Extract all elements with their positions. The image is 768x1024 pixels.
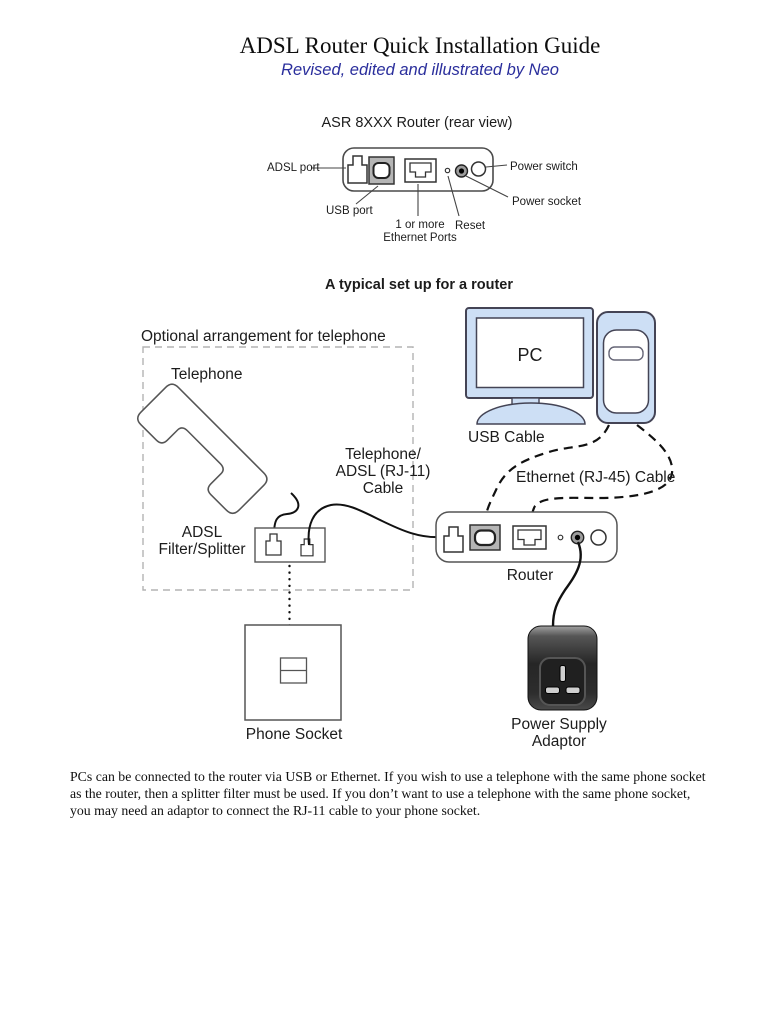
label-rj11-cable: Telephone/ ADSL (RJ-11) Cable: [323, 446, 443, 497]
label-router: Router: [506, 567, 554, 584]
monitor-screen: [475, 317, 585, 389]
rear-adsl-port-icon: [347, 155, 368, 184]
label-telephone: Telephone: [171, 366, 243, 383]
label-reset: Reset: [455, 220, 486, 232]
adaptor-slot-right: [565, 686, 581, 694]
rear-ethernet-port-icon: [404, 158, 437, 183]
splitter-jack-right-icon: [300, 538, 314, 557]
splitter-jack-left-icon: [265, 533, 282, 556]
label-power-line1: Power Supply: [511, 716, 607, 733]
label-optional-arrangement: Optional arrangement for telephone: [141, 328, 386, 345]
label-power-supply-adaptor: Power Supply Adaptor: [509, 716, 609, 750]
label-adsl-filter-splitter: ADSL Filter/Splitter: [152, 524, 252, 558]
rear-power-switch-icon: [470, 161, 487, 177]
label-ethernet-cable: Ethernet (RJ-45) Cable: [516, 469, 676, 486]
usb-cable-line: [483, 424, 610, 527]
label-adsl-port: ADSL port: [267, 162, 320, 174]
adaptor-earth-slot: [559, 665, 566, 682]
label-power-line2: Adaptor: [531, 733, 587, 750]
monitor-base: [476, 402, 586, 425]
power-adaptor-drawing: [527, 625, 598, 711]
label-usb-cable: USB Cable: [468, 429, 545, 446]
router-power-switch-icon: [590, 529, 607, 546]
label-pc: PC: [517, 345, 543, 365]
optional-arrangement-dashed-box: [142, 346, 414, 591]
paragraph-line-2: as the router, then a splitter filter mu…: [70, 786, 691, 802]
rear-usb-port-inner: [372, 162, 391, 179]
paragraph-line-1: PCs can be connected to the router via U…: [70, 769, 706, 784]
label-phone-socket: Phone Socket: [245, 726, 343, 743]
label-ethernet-ports-line2: Ethernet Ports: [383, 231, 457, 244]
rj11-cable-line: [307, 503, 451, 546]
pc-drawing: [465, 307, 656, 425]
body-paragraph: PCs can be connected to the router via U…: [70, 768, 706, 820]
label-power-switch: Power switch: [510, 161, 578, 173]
power-cable-line: [551, 541, 582, 627]
setup-heading: A typical set up for a router: [325, 277, 513, 293]
label-rj11-line3: Cable: [362, 480, 404, 497]
label-power-socket: Power socket: [512, 196, 582, 208]
router-usb-port-inner: [473, 529, 497, 547]
label-rj11-line1: Telephone/: [345, 446, 421, 463]
rear-ethernet-port-inner: [409, 162, 432, 178]
rear-leader-lines: [311, 164, 509, 217]
rear-view-router-drawing: [311, 147, 509, 217]
setup-router-drawing: [435, 511, 618, 563]
tower-front-panel: [602, 329, 650, 414]
label-filter-line2: Filter/Splitter: [158, 541, 246, 558]
label-filter-line1: ADSL: [181, 524, 223, 541]
ethernet-cable-line: [530, 424, 674, 528]
label-ethernet-ports: 1 or more Ethernet Ports: [379, 219, 461, 244]
router-power-socket-pin: [574, 534, 581, 541]
router-ethernet-port-inner: [517, 529, 542, 546]
page-subtitle: Revised, edited and illustrated by Neo: [281, 61, 559, 79]
tower-drive-slot: [608, 346, 644, 361]
rear-reset-hole-icon: [444, 167, 451, 174]
adaptor-slot-left: [545, 686, 560, 694]
router-ethernet-port-icon: [512, 525, 547, 550]
telephone-handset-icon: [137, 383, 268, 515]
label-rj11-line2: ADSL (RJ-11): [335, 463, 431, 480]
rear-view-heading: ASR 8XXX Router (rear view): [321, 115, 513, 131]
router-reset-hole-icon: [557, 534, 564, 541]
paragraph-line-3: you may need an adaptor to connect the R…: [70, 803, 481, 819]
page-title: ADSL Router Quick Installation Guide: [239, 33, 601, 58]
label-ethernet-ports-line1: 1 or more: [395, 219, 445, 231]
telephone-cord: [273, 492, 300, 536]
label-usb-port: USB port: [326, 205, 373, 217]
rear-power-socket-pin: [458, 168, 465, 174]
router-adsl-port-icon: [443, 526, 464, 553]
